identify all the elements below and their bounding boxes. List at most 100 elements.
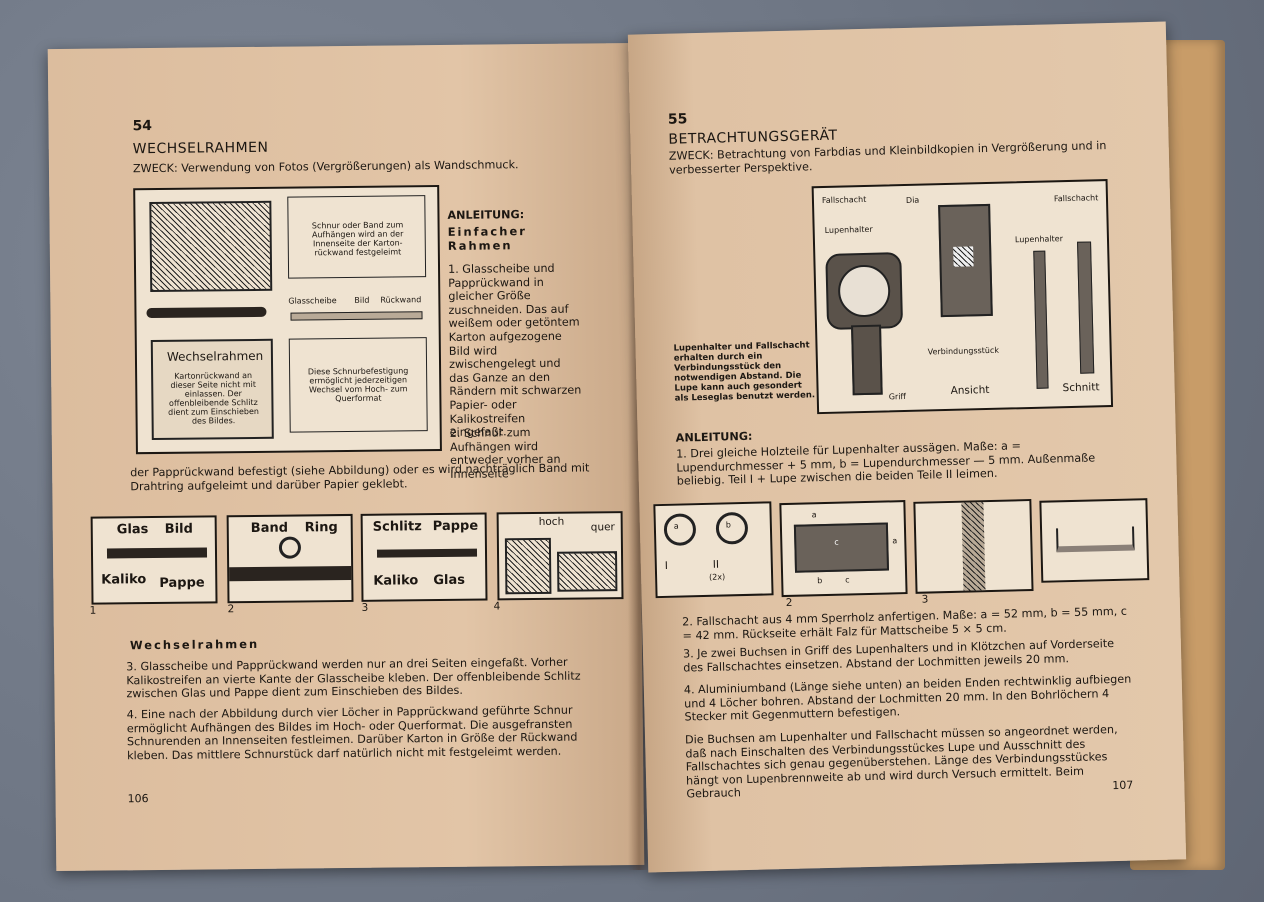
label-ansicht: Ansicht (950, 383, 990, 397)
fig1-label-glas: Glas (116, 522, 149, 538)
glass-sheet-drawing (149, 200, 273, 293)
subheading-simple-frame: Einfacher Rahmen (447, 224, 527, 253)
right-page: 55 BETRACHTUNGSGERÄT ZWECK: Betrachtung … (627, 21, 1187, 873)
small-figure-3: Schlitz Pappe Kaliko Glas (360, 512, 488, 602)
fig3-label-pappe: Pappe (432, 518, 479, 535)
r2-label-c2: c (845, 575, 850, 585)
frame-note-text: Kartonrückwand an dieser Seite nicht mit… (168, 370, 259, 426)
label-glasscheibe: Glasscheibe (288, 296, 337, 306)
fastening-note-text: Diese Schnurbefestigung ermöglicht jeder… (307, 366, 409, 404)
layer-drawing (290, 311, 423, 321)
string-note-panel: Schnur oder Band zum Aufhängen wird an d… (287, 195, 427, 279)
r1-label-a: a (673, 521, 679, 531)
r2-label-c: c (834, 537, 839, 547)
purpose-left: ZWECK: Verwendung von Fotos (Vergrößerun… (132, 158, 519, 176)
label-verbindungsstueck: Verbindungsstück (927, 345, 1000, 357)
step-1-right: 1. Drei gleiche Holzteile für Lupenhalte… (675, 439, 1096, 488)
small-figure-r3 (913, 498, 1034, 594)
r1-label-b: b (725, 520, 732, 530)
fig3-label-schlitz: Schlitz (372, 519, 422, 535)
fig2-label-ring: Ring (304, 520, 338, 536)
fastening-panel: Diese Schnurbefestigung ermöglicht jeder… (288, 337, 428, 433)
lens-holder-part-2 (715, 511, 749, 545)
slide-window (953, 246, 974, 267)
label-lupenhalter: Lupenhalter (824, 224, 873, 235)
step-3-right: 3. Je zwei Buchsen in Griff des Lupenhal… (682, 637, 1115, 675)
small-figure-r1: a b I II (2x) (653, 501, 774, 599)
page-title-left: WECHSELRAHMEN (132, 139, 269, 158)
left-page: 54 WECHSELRAHMEN ZWECK: Verwendung von F… (47, 42, 645, 872)
step-4-right: 4. Aluminiumband (Länge siehe unten) an … (683, 672, 1132, 724)
fig3-label-glas: Glas (433, 572, 466, 589)
shaft-plan-drawing (793, 522, 890, 573)
step-2-left-continued: der Papprückwand befestigt (siehe Abbild… (130, 461, 590, 493)
label-griff: Griff (888, 392, 907, 402)
small-figure-r4 (1039, 498, 1150, 583)
fig3-label-kaliko: Kaliko (373, 573, 419, 589)
page-number-107: 107 (1112, 778, 1134, 793)
label-fallschacht-2: Fallschacht (1053, 193, 1099, 204)
r1-label-2x: (2x) (709, 572, 726, 582)
page-title-right: BETRACHTUNGSGERÄT (668, 127, 838, 148)
lens-drawing (837, 264, 891, 318)
step-1-left: 1. Glasscheibe und Papprückwand in gleic… (447, 261, 582, 440)
frame-drawing: Wechselrahmen Kartonrückwand an dieser S… (150, 338, 274, 441)
fig2-label-band: Band (250, 520, 289, 537)
fig1-label-bild: Bild (164, 521, 193, 537)
lens-holder-part-1 (663, 513, 697, 546)
fig4-number: 4 (493, 600, 501, 613)
handle-drawing (851, 324, 883, 396)
step-4-left: 4. Eine nach der Abbildung durch vier Lö… (126, 703, 578, 763)
fig3-layers (376, 548, 478, 558)
subheading-wechselrahmen: Wechselrahmen (129, 636, 260, 653)
label-dia: Dia (905, 195, 920, 205)
fig3-number: 3 (361, 601, 369, 614)
closing-paragraph-right: Die Buchsen am Lupenhalter und Fallschac… (684, 722, 1118, 801)
label-fallschacht: Fallschacht (821, 194, 867, 206)
fig4-label-hoch: hoch (538, 515, 565, 528)
step-2-right: 2. Fallschacht aus 4 mm Sperrholz anfert… (682, 604, 1128, 643)
r2-number: 2 (785, 596, 793, 610)
fig4-label-quer: quer (590, 521, 615, 534)
fig2-board (229, 565, 352, 582)
section-drawing (1033, 250, 1049, 389)
fig2-number: 2 (227, 603, 235, 616)
page-number-106: 106 (127, 792, 149, 806)
fig2-ring-drawing (278, 536, 302, 559)
frame-illustration: Schnur oder Band zum Aufhängen wird an d… (133, 185, 442, 455)
small-figure-2: Band Ring (226, 513, 354, 604)
label-schnitt: Schnitt (1062, 381, 1100, 395)
aluminium-band-drawing (1056, 526, 1135, 553)
label-lupenhalter-2: Lupenhalter (1014, 234, 1064, 245)
r2-label-a: a (811, 510, 817, 520)
fig1-number: 1 (89, 604, 97, 617)
fig1-label-kaliko: Kaliko (101, 572, 147, 588)
fig1-label-pappe: Pappe (159, 575, 205, 591)
slide-shaft-drawing (938, 203, 993, 318)
label-rueckwand: Rückwand (380, 295, 422, 305)
small-figure-1: Glas Bild Kaliko Pappe (90, 515, 218, 605)
black-strip-drawing (146, 306, 267, 319)
small-figure-r2: a c a b c (779, 500, 908, 598)
string-note-text: Schnur oder Band zum Aufhängen wird an d… (311, 220, 404, 258)
section-number-54: 54 (132, 118, 153, 135)
fig4-landscape-frame (557, 551, 618, 592)
r1-label-I: I (664, 559, 669, 572)
r2-label-a2: a (892, 536, 898, 546)
instructions-heading-left: ANLEITUNG: (447, 208, 525, 222)
r2-label-b: b (817, 576, 823, 586)
fig4-portrait-frame (504, 537, 552, 595)
instructions-heading-right: ANLEITUNG: (675, 429, 753, 445)
viewer-illustration: Fallschacht Dia Fallschacht Lupenhalter … (811, 179, 1114, 415)
figure-caption-right: Lupenhalter und Fallschacht erhalten dur… (673, 340, 816, 404)
section-drawing-2 (1077, 241, 1095, 374)
lens-holder-drawing (825, 252, 904, 330)
frame-title-label: Wechselrahmen (166, 348, 264, 364)
r1-label-II: II (712, 558, 720, 571)
step-3-left: 3. Glasscheibe und Papprückwand werden n… (126, 655, 581, 701)
r3-number: 3 (921, 593, 929, 606)
small-figure-4: hoch quer (496, 511, 624, 601)
fig1-layers (106, 547, 208, 559)
section-number-55: 55 (667, 111, 688, 128)
label-bild: Bild (354, 295, 370, 305)
